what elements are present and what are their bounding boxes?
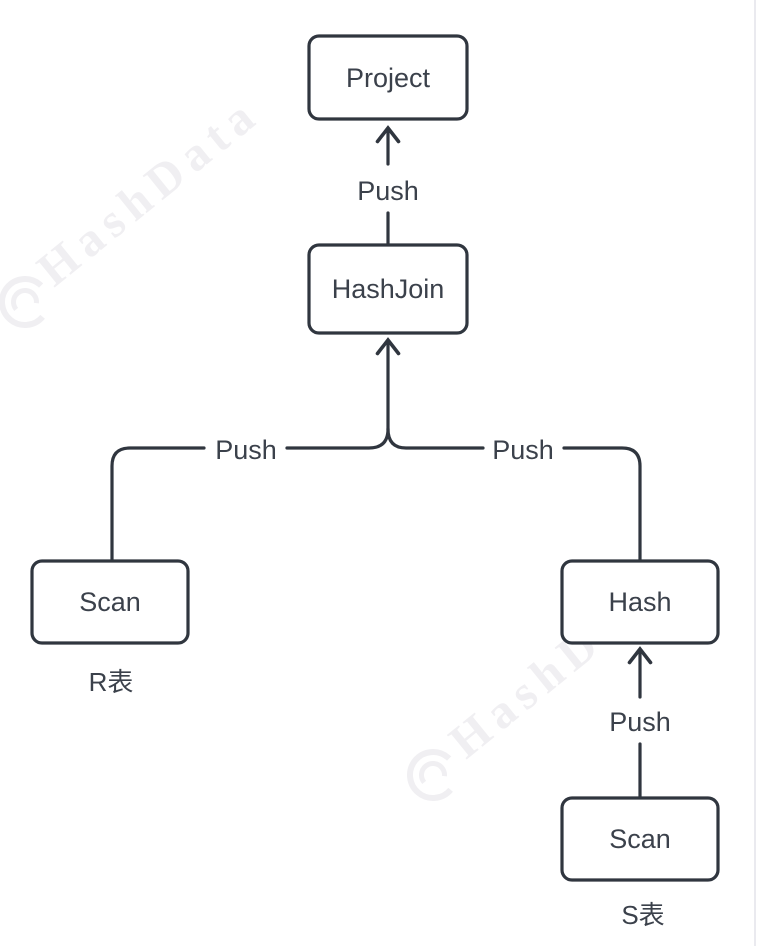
node-scan-r-box	[30, 559, 190, 645]
arrow-up-icon	[375, 125, 401, 144]
edge-line	[110, 446, 206, 563]
node-hashjoin-label: HashJoin	[332, 274, 445, 304]
node-project-label: Project	[346, 63, 431, 93]
node-scan-r-caption: R表	[89, 667, 134, 697]
edge-hashjoin-to-project: Push	[357, 125, 419, 246]
watermark-logo-icon	[407, 749, 460, 801]
node-hashjoin-box	[307, 243, 469, 335]
edge-hash-to-hashjoin: Push	[386, 427, 642, 563]
node-scan-s: Scan S表	[560, 796, 720, 930]
node-hash-box	[560, 559, 720, 645]
edge-line	[386, 427, 485, 450]
edge-line	[562, 446, 642, 563]
node-project-box	[307, 34, 469, 121]
edge-push-label: Push	[357, 176, 419, 206]
watermark-logo-icon	[0, 276, 51, 328]
node-scan-s-box	[560, 796, 720, 882]
edge-merge-into-hashjoin	[375, 337, 401, 431]
watermark-text: HashData	[28, 86, 271, 297]
edge-scan-s-to-hash: Push	[609, 646, 671, 799]
node-project: Project	[307, 34, 469, 121]
edge-line	[285, 427, 390, 450]
node-scan-r: Scan R表	[30, 559, 190, 697]
edge-push-label: Push	[492, 435, 554, 465]
edge-push-label: Push	[215, 435, 277, 465]
node-scan-r-label: Scan	[79, 587, 141, 617]
node-hashjoin: HashJoin	[307, 243, 469, 335]
arrow-up-icon	[627, 646, 653, 665]
node-hash-label: Hash	[608, 587, 671, 617]
arrow-up-icon	[375, 337, 401, 356]
watermark-top-left: HashData	[0, 86, 271, 328]
node-scan-s-label: Scan	[609, 824, 671, 854]
edge-push-label: Push	[609, 707, 671, 737]
node-hash: Hash	[560, 559, 720, 645]
node-scan-s-caption: S表	[621, 900, 664, 930]
edge-scan-r-to-hashjoin: Push	[110, 427, 390, 563]
